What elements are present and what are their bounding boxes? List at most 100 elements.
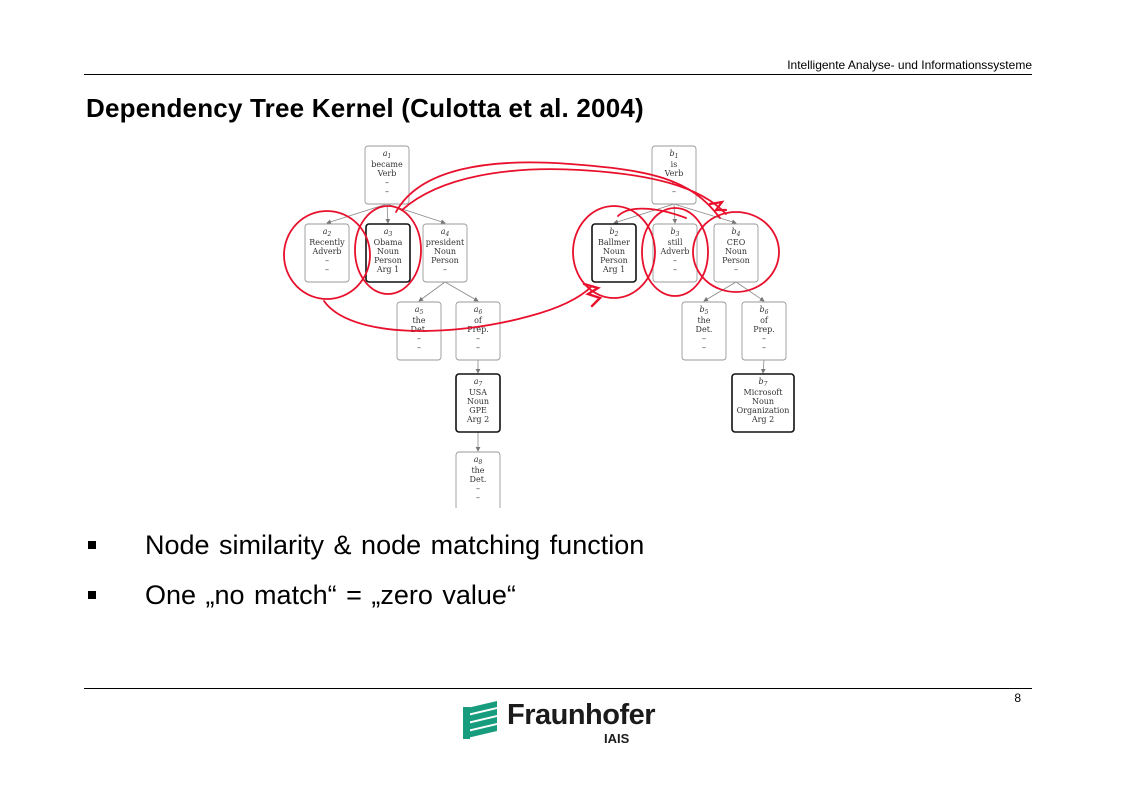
node-attribute: Person — [431, 256, 459, 265]
node-attribute: – — [672, 187, 676, 196]
node-attribute: is — [671, 160, 678, 169]
node-attribute: Adverb — [311, 247, 341, 256]
node-label: b2 — [610, 227, 619, 238]
node-attribute: GPE — [469, 406, 487, 415]
tree-edge — [613, 203, 675, 225]
node-attribute: – — [476, 484, 480, 493]
node-attribute: Verb — [664, 169, 684, 178]
node-attribute: Obama — [374, 238, 403, 247]
node-attribute: – — [443, 265, 447, 274]
tree-edge — [385, 203, 391, 224]
bullet-item: One „no match“ = „zero value“ — [88, 570, 644, 620]
slide-title: Dependency Tree Kernel (Culotta et al. 2… — [86, 93, 644, 123]
node-label: b4 — [732, 227, 741, 238]
node-attribute: Verb — [377, 169, 397, 178]
node-label: b5 — [700, 305, 709, 316]
node-attribute: the — [471, 466, 484, 475]
node-attribute: – — [417, 343, 421, 352]
bottom-divider — [84, 688, 1032, 689]
node-attribute: Person — [722, 256, 750, 265]
logo-subtitle: IAIS — [604, 731, 630, 746]
node-attribute: of — [760, 316, 769, 325]
node-label: a8 — [474, 455, 483, 466]
bullet-text: Node similarity & node matching function — [145, 529, 645, 560]
node-attribute: Prep. — [753, 325, 775, 334]
node-attribute: Adverb — [659, 247, 689, 256]
page-number: 8 — [1014, 691, 1021, 705]
fraunhofer-logo-icon — [463, 701, 497, 739]
annotation-circle-b4 — [692, 211, 780, 293]
node-attribute: – — [673, 265, 677, 274]
node-attribute: Noun — [467, 397, 489, 406]
node-attribute: – — [417, 334, 421, 343]
annotation-circle-a2 — [283, 210, 371, 300]
annotation-link-a2-b2 — [323, 285, 593, 332]
node-attribute: Noun — [603, 247, 625, 256]
node-attribute: Microsoft — [744, 388, 784, 397]
node-label: a6 — [474, 305, 483, 316]
annotation-scribble-mark — [708, 200, 728, 212]
node-label: b1 — [670, 149, 679, 160]
node-attribute: Noun — [725, 247, 747, 256]
node-attribute: Det. — [411, 325, 428, 334]
node-attribute: Person — [600, 256, 628, 265]
node-label: b3 — [671, 227, 680, 238]
node-label: a5 — [415, 305, 424, 316]
logo-wordmark: Fraunhofer — [507, 699, 656, 731]
node-attribute: – — [673, 256, 677, 265]
node-attribute: – — [325, 256, 329, 265]
node-attribute: – — [476, 334, 480, 343]
node-label: a1 — [383, 149, 392, 160]
node-attribute: Arg 2 — [751, 415, 774, 424]
node-attribute: – — [702, 334, 706, 343]
node-attribute: – — [762, 334, 766, 343]
bullet-text: One „no match“ = „zero value“ — [145, 579, 516, 610]
dependency-tree-svg: a1becameVerb––a2RecentlyAdverb––a3ObamaN… — [283, 145, 795, 508]
bullet-square-icon — [88, 541, 96, 549]
node-attribute: – — [476, 493, 480, 502]
fraunhofer-logo: Fraunhofer IAIS — [463, 697, 656, 747]
node-attribute: Person — [374, 256, 402, 265]
node-label: a4 — [441, 227, 450, 238]
tree-edge — [444, 281, 479, 302]
node-label: a7 — [474, 377, 483, 388]
node-attribute: became — [371, 160, 403, 169]
node-attribute: – — [702, 343, 706, 352]
node-attribute: Arg 2 — [466, 415, 489, 424]
node-attribute: the — [697, 316, 710, 325]
node-attribute: – — [385, 178, 389, 187]
tree-edge — [326, 203, 388, 225]
annotation-circle-b2 — [572, 205, 656, 299]
annotation-circle-b3 — [641, 207, 709, 297]
node-label: a2 — [323, 227, 332, 238]
tree-edge — [673, 203, 737, 225]
top-divider — [84, 74, 1032, 75]
tree-edge — [735, 281, 765, 302]
bullet-square-icon — [88, 591, 96, 599]
header-organization: Intelligente Analyse- und Informationssy… — [787, 58, 1032, 72]
node-attribute: – — [762, 343, 766, 352]
node-attribute: of — [474, 316, 483, 325]
node-attribute: – — [325, 265, 329, 274]
node-attribute: – — [476, 343, 480, 352]
node-attribute: Noun — [377, 247, 399, 256]
node-label: b6 — [760, 305, 769, 316]
annotation-link-a3-b4-second — [401, 168, 727, 215]
node-attribute: Ballmer — [598, 238, 630, 247]
node-attribute: president — [426, 238, 465, 247]
node-label: b7 — [759, 377, 768, 388]
node-attribute: USA — [469, 388, 487, 397]
node-attribute: Arg 1 — [376, 265, 399, 274]
node-attribute: the — [412, 316, 425, 325]
